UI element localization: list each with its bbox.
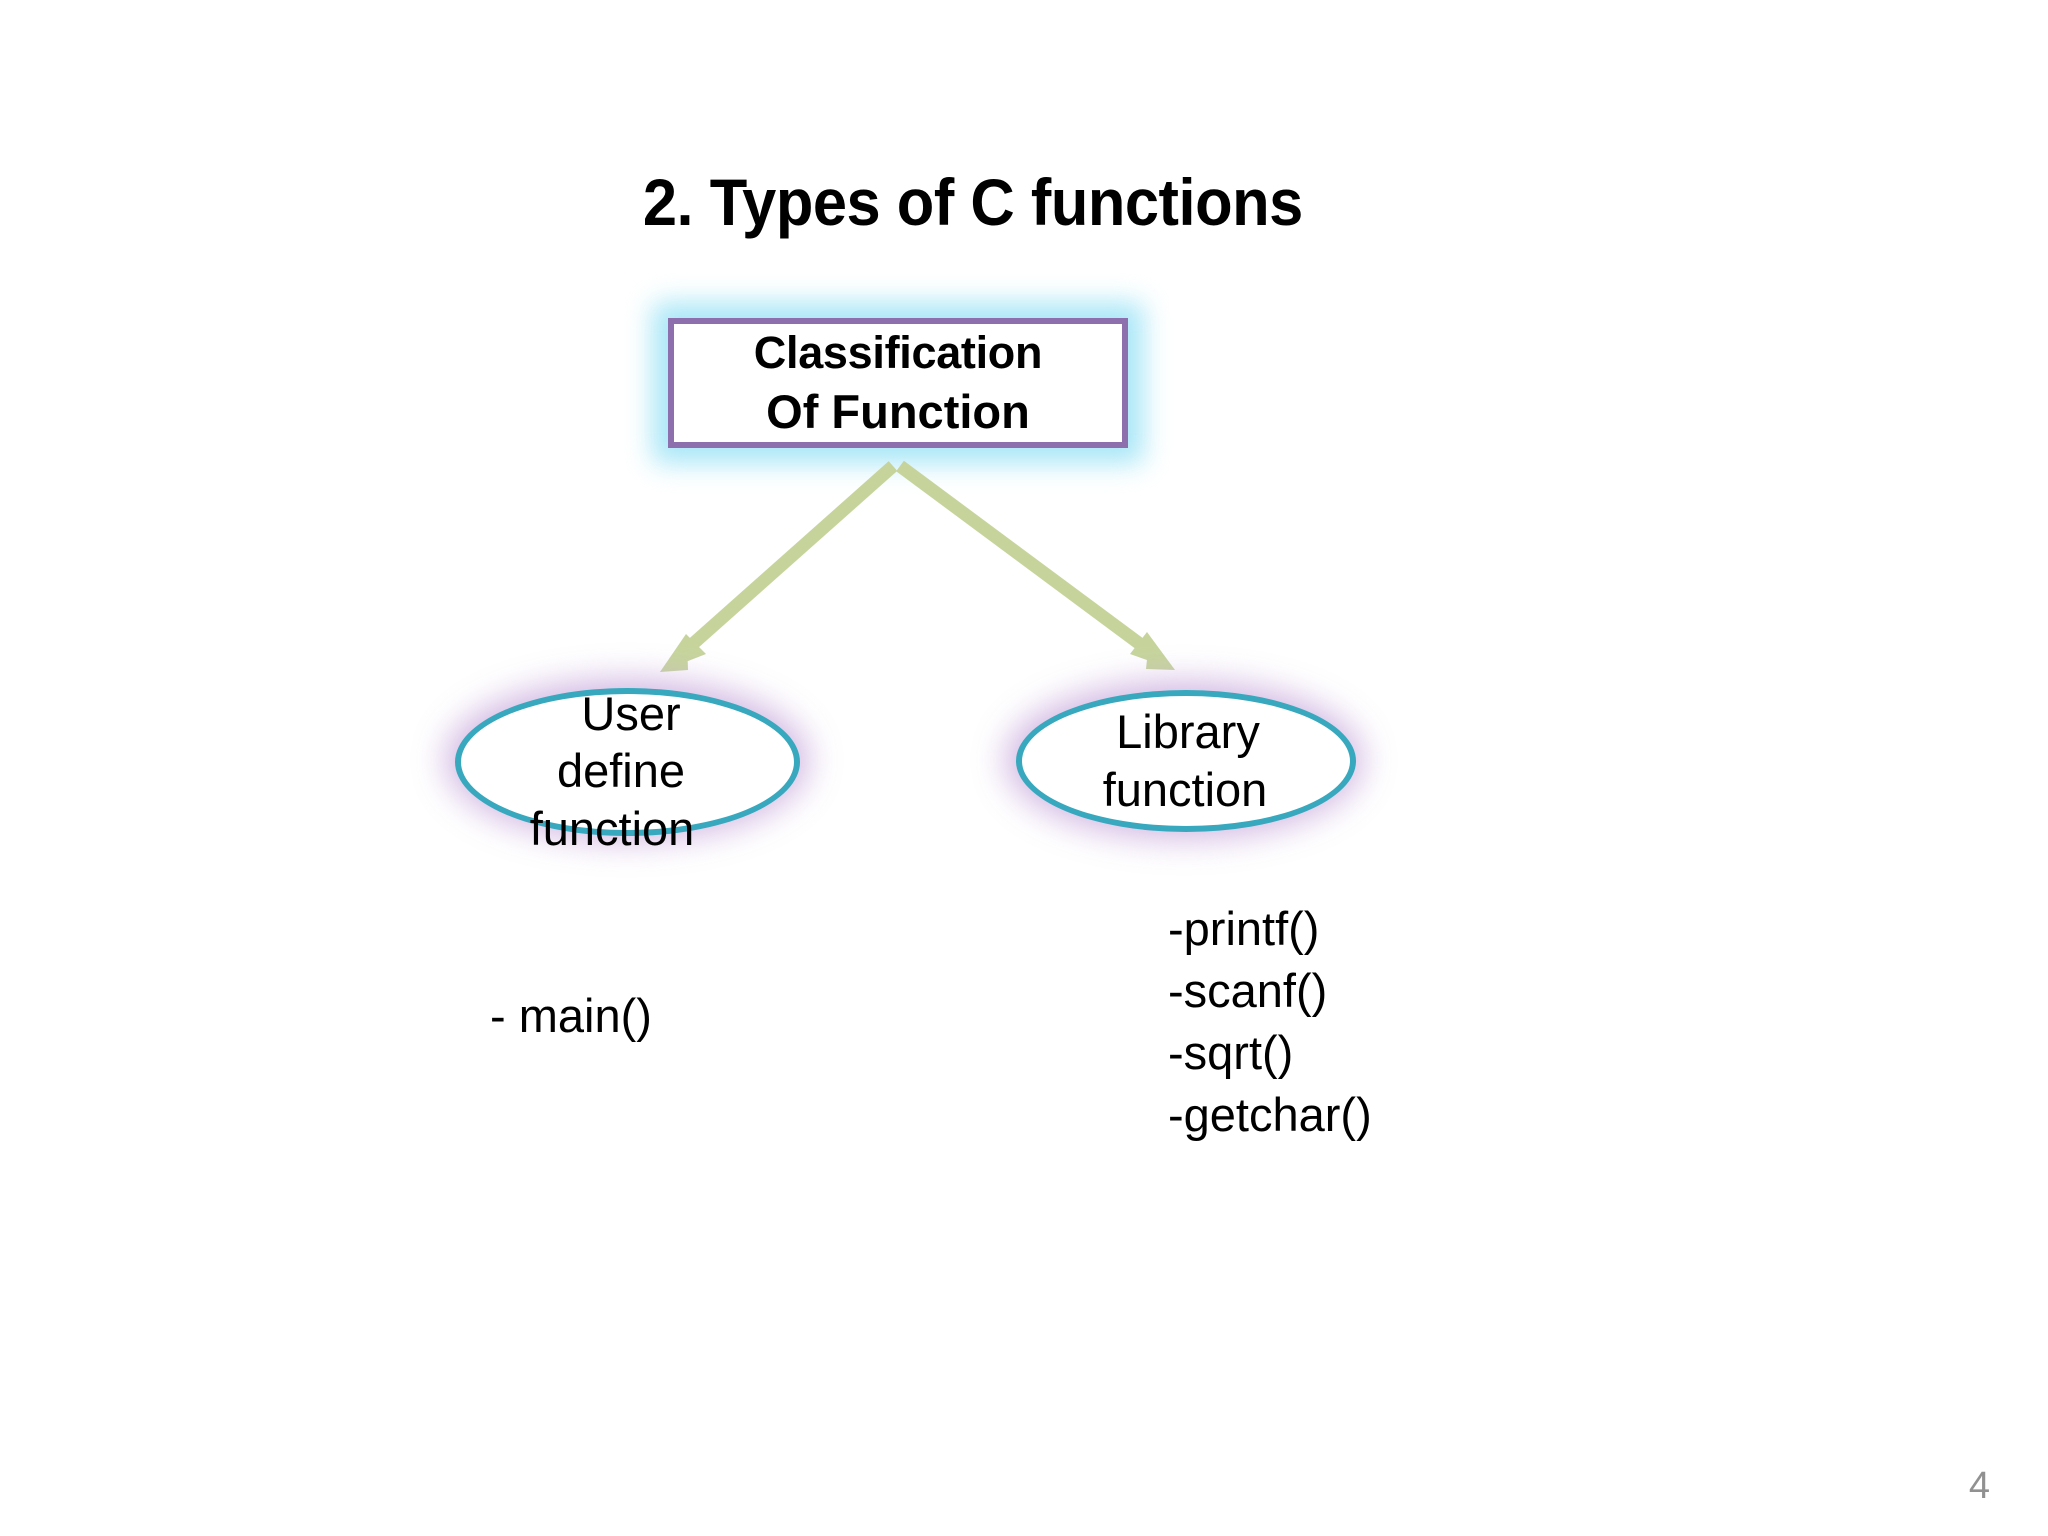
example-library-list: -printf() -scanf() -sqrt() -getchar() [1168,898,1372,1146]
classification-box[interactable]: Classification Of Function [652,302,1144,464]
node-user-line-2: define [556,744,686,798]
node-user-line-1: User [581,687,681,740]
node-user-line-3: function [529,801,695,855]
classification-box-line-2: Of Function [766,384,1030,438]
classification-box-line-1: Classification [753,327,1043,379]
node-user-define-function[interactable]: User define function [440,668,820,855]
node-library-function-label: Library function [1000,668,1372,848]
node-library-line-2: function [1102,763,1268,816]
node-user-define-function-shape[interactable] [455,688,800,836]
node-library-line-1: Library [1116,704,1260,758]
list-item: -printf() [1168,902,1320,955]
page-number: 4 [1968,1465,1990,1507]
arrow-to-library-function [896,460,1175,670]
classification-box-frame[interactable]: Classification Of Function [668,318,1128,448]
list-item: -sqrt() [1168,1026,1294,1080]
example-user-define-main: - main() [490,989,652,1042]
page-title: 2. Types of C functions [642,165,1303,239]
arrow-to-user-define-function [660,461,898,672]
node-library-function-shape[interactable] [1016,690,1356,832]
node-library-function[interactable]: Library function [1000,668,1372,848]
list-item: -scanf() [1168,964,1328,1018]
node-user-define-function-label: User define function [440,668,820,855]
list-item: -getchar() [1168,1088,1372,1142]
